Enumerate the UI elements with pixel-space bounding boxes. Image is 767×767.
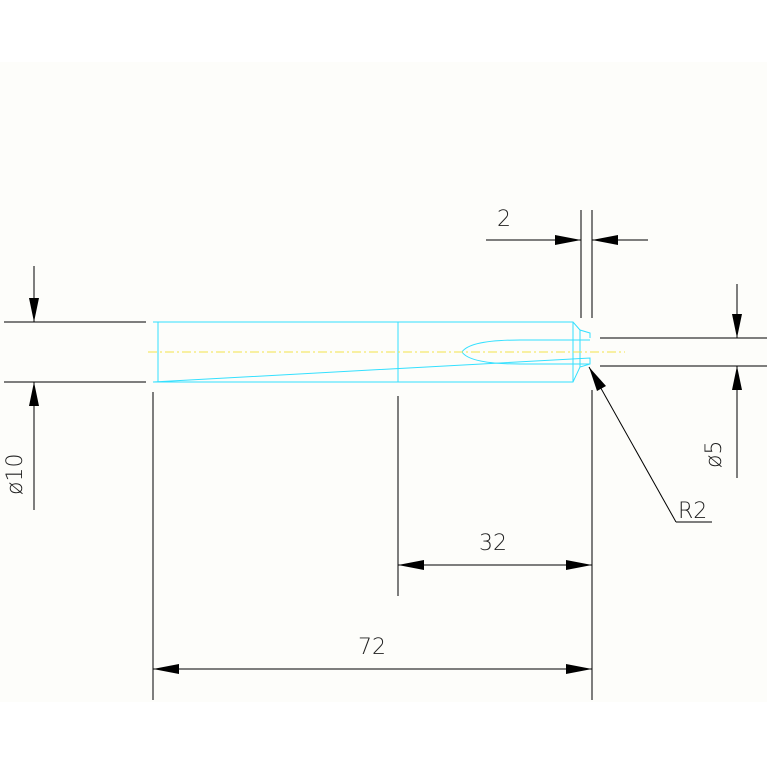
dim-diameter-large: ø10 xyxy=(3,266,146,510)
dim-groove-width: 2 xyxy=(486,207,648,318)
arrow-head xyxy=(589,367,606,391)
arrow-head xyxy=(566,664,592,674)
arrow-head xyxy=(153,664,179,674)
arrow-head xyxy=(29,382,39,406)
dim-text-diameter-small: ø5 xyxy=(702,441,727,468)
dim-text-diameter-large: ø10 xyxy=(3,454,28,495)
dim-radius-leader: R2 xyxy=(588,366,712,524)
dim-text-length-total: 72 xyxy=(358,635,386,660)
arrow-head xyxy=(732,314,742,338)
dim-diameter-small: ø5 xyxy=(600,284,767,478)
arrow-head xyxy=(566,560,592,570)
arrow-head xyxy=(592,235,618,245)
arrow-head xyxy=(398,560,424,570)
arrow-head xyxy=(29,298,39,322)
arrow-head xyxy=(555,235,581,245)
dim-length-tip: 32 xyxy=(397,390,593,700)
dim-text-length-tip: 32 xyxy=(479,531,507,556)
dim-text-radius: R2 xyxy=(678,499,707,524)
arrow-head xyxy=(732,366,742,390)
dim-length-total: 72 xyxy=(152,392,592,700)
dim-text-groove-width: 2 xyxy=(497,207,511,232)
